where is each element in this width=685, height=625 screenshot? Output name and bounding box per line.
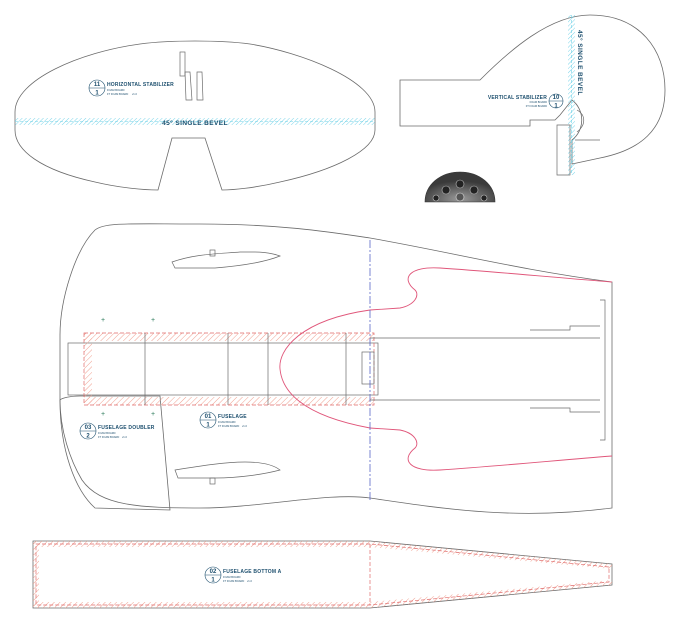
registration-mark: + [151,317,155,324]
part-label-10: 10 1 VERTICAL STABILIZER FOAM BOARD FT F… [488,93,564,110]
part-spec: FT FOAM BOARD [526,104,547,108]
part-quantity: 1 [211,578,215,584]
part-material: FOAM BOARD [530,100,548,104]
part-quantity: 1 [554,104,558,110]
fuselage-outline [59,223,613,514]
fuselage-doubler-outline [59,395,171,511]
part-quantity: 1 [95,91,99,97]
part-number: 01 [205,414,212,420]
part-spec: FT FOAM BOARD [107,92,128,96]
fuselage-bottom-part: 02 1 FUSELAGE BOTTOM A FOAM BOARD FT FOA… [32,540,613,609]
part-quantity: 2 [86,434,90,440]
part-scale: v1.0 [132,92,137,96]
part-spec: FT FOAM BOARD [218,424,239,428]
horizontal-stab-slot [179,51,186,77]
wing-slot-top [171,251,281,269]
canopy-cutline [369,267,613,471]
score-hatch [84,397,374,405]
part-material: FOAM BOARD [98,431,116,435]
part-material: FOAM BOARD [218,420,236,424]
vertical-stabilizer-outline [399,14,666,165]
part-quantity: 1 [206,423,210,429]
part-label-03: 03 2 FUSELAGE DOUBLER FOAM BOARD FT FOAM… [79,422,155,440]
registration-mark: + [101,317,105,324]
horizontal-stab-slot [184,71,193,101]
part-spec: FT FOAM BOARD [223,579,244,583]
registration-mark: + [151,411,155,418]
part-label-01: 01 1 FUSELAGE FOAM BOARD FT FOAM BOARD v… [199,411,247,429]
part-label-11: 11 1 HORIZONTAL STABILIZER FOAM BOARD FT… [88,79,174,97]
part-number: 02 [210,569,217,575]
score-hatch [84,333,92,405]
fuselage-bottom-outline [32,540,613,609]
score-hatch [33,580,612,608]
part-material: FOAM BOARD [107,88,125,92]
wing-slot-bottom [174,461,281,479]
part-title: FUSELAGE DOUBLER [98,425,155,431]
cockpit-cutline [279,309,371,429]
part-scale: v1.0 [242,424,247,428]
part-scale: v1.0 [122,435,127,439]
nose-box-outline [67,342,379,396]
horizontal-stabilizer-part: 11 1 HORIZONTAL STABILIZER FOAM BOARD FT… [14,40,376,191]
vertical-stab-tab [556,124,571,176]
fuselage-part: + + + + 01 1 FUSELAGE FOAM BOARD FT FOAM… [59,223,613,514]
radial-engine-icon [424,171,496,203]
vertical-stabilizer-part: 10 1 VERTICAL STABILIZER FOAM BOARD FT F… [399,14,666,176]
part-title: HORIZONTAL STABILIZER [107,82,174,88]
part-title: FUSELAGE [218,414,247,420]
horizontal-stab-slot [196,71,204,101]
nose-slot [361,351,375,385]
score-hatch [33,541,612,569]
part-spec: FT FOAM BOARD [98,435,119,439]
part-scale: v1.0 [247,579,252,583]
vertical-stab-cutout [576,109,585,133]
part-title: VERTICAL STABILIZER [488,95,547,101]
score-hatch [84,333,374,341]
part-material: FOAM BOARD [223,575,241,579]
part-number: 10 [553,95,560,101]
score-hatch [33,541,39,608]
part-title: FUSELAGE BOTTOM A [223,569,282,575]
registration-mark: + [101,411,105,418]
part-number: 03 [85,425,92,431]
horizontal-stabilizer-outline [14,40,376,191]
part-label-02: 02 1 FUSELAGE BOTTOM A FOAM BOARD FT FOA… [204,566,282,584]
bevel-label: 45° SINGLE BEVEL [162,119,228,127]
part-number: 11 [94,82,101,88]
bevel-label: 45° SINGLE BEVEL [576,30,584,96]
